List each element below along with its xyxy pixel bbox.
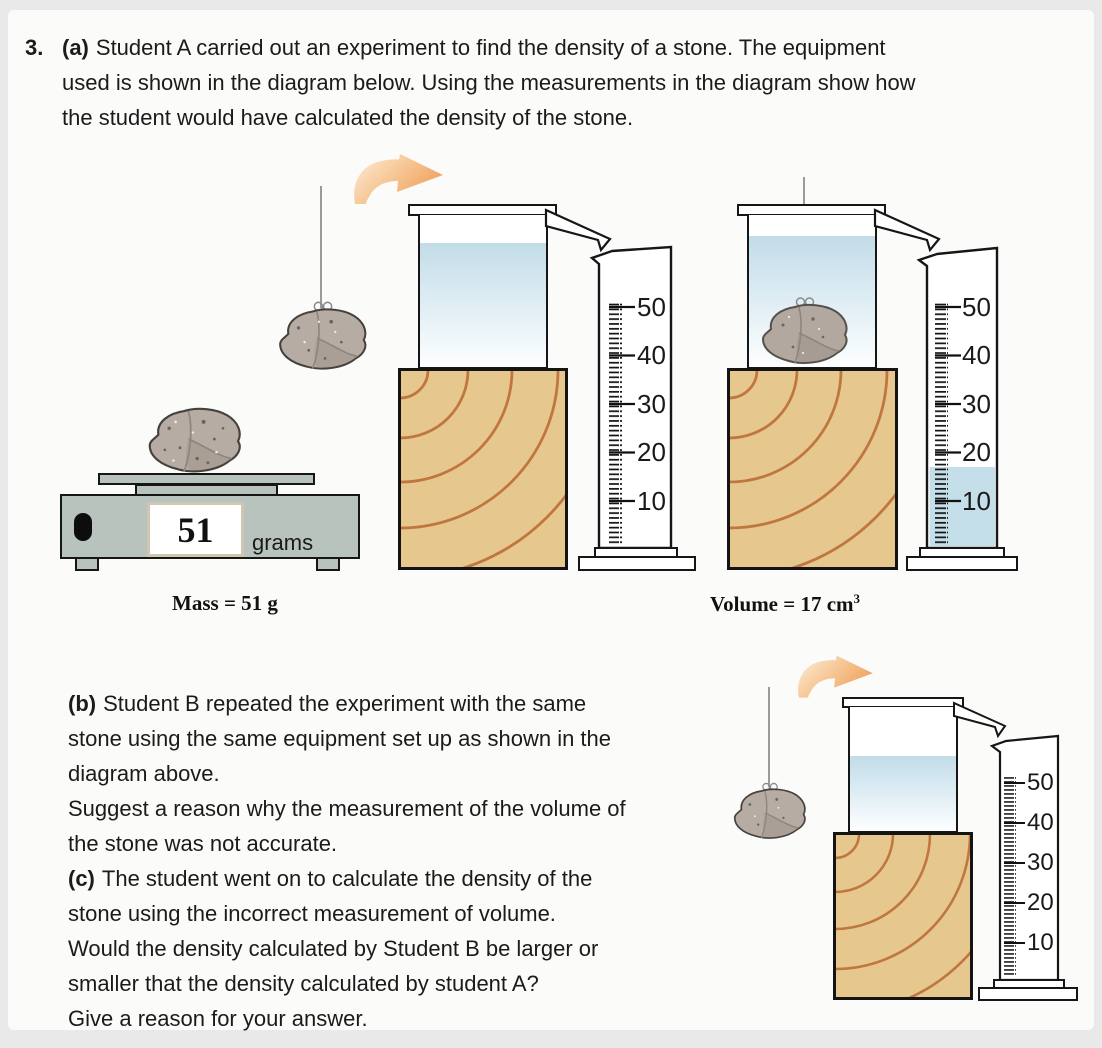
string-3 (768, 687, 770, 787)
part-c-line-3: Would the density calculated by Student … (68, 936, 599, 961)
scale-units-label: grams (252, 530, 314, 555)
can-3-water (850, 756, 956, 831)
can-3-spout (953, 701, 1007, 739)
part-c-line-5: Give a reason for your answer. (68, 1006, 368, 1031)
tick-label-10: 10 (962, 485, 991, 516)
question-number: 3. (25, 35, 44, 60)
part-b-line-2: stone using the same equipment set up as… (68, 726, 612, 751)
tick-label-30: 30 (962, 388, 991, 419)
part-b-line-4: Suggest a reason why the measurement of … (68, 796, 626, 821)
wood-block-1 (398, 368, 568, 570)
tick-label-50: 50 (637, 291, 666, 322)
pour-arrow-icon (798, 655, 873, 698)
part-c-line-4: smaller that the density calculated by s… (68, 971, 539, 996)
cylinder-foot (919, 547, 1005, 558)
wood-block-3 (833, 832, 973, 1000)
hanging-stone-2 (733, 782, 806, 839)
measuring-cylinder-1 (578, 245, 696, 571)
part-c-label: (c) (68, 866, 95, 891)
can-1-water (420, 243, 546, 367)
tick-label-40: 40 (962, 340, 991, 371)
cylinder-base (906, 556, 1018, 571)
cylinder-base (978, 987, 1078, 1001)
question-a-line-1: Student A carried out an experiment to f… (95, 35, 886, 60)
question-a-paragraph: 3. (a)Student A carried out an experiment… (25, 30, 916, 135)
cylinder-foot (594, 547, 678, 558)
volume-caption-text: Volume = 17 cm (709, 592, 854, 616)
tick-label-10: 10 (1027, 929, 1054, 956)
tick-label-50: 50 (962, 291, 991, 322)
part-b-line-1: (b)Student B repeated the experiment wit… (68, 691, 587, 716)
string-1 (320, 186, 322, 308)
tick-label-40: 40 (637, 340, 666, 371)
major-ticks (935, 305, 961, 503)
cylinder-1-scale-labels: 50 40 30 20 10 (637, 283, 666, 526)
part-b-line-5: the stone was not accurate. (68, 831, 338, 856)
minor-ticks (1004, 775, 1016, 975)
question-bc-paragraph: (b)Student B repeated the experiment wit… (68, 686, 626, 1036)
measuring-cylinder-2 (906, 246, 1018, 571)
minor-ticks (935, 301, 948, 546)
part-c-line-2: stone using the incorrect measurement of… (68, 901, 556, 926)
major-ticks (609, 305, 635, 503)
part-b-label: (b) (68, 691, 97, 716)
cylinder-base (578, 556, 696, 571)
volume-caption: Volume = 17 cm3 (665, 591, 905, 617)
minor-ticks (609, 301, 622, 546)
can-2-spout (873, 208, 941, 253)
tick-label-30: 30 (1027, 849, 1054, 876)
tick-label-50: 50 (1027, 769, 1054, 796)
cylinder-foot (993, 979, 1065, 989)
submerged-stone (761, 297, 848, 364)
question-line: 3. (a)Student A carried out an experiment… (25, 30, 916, 65)
scale-display: 51 (147, 502, 244, 557)
part-a-label: (a) (62, 35, 89, 60)
tick-label-30: 30 (637, 388, 666, 419)
part-c-line-1: (c)The student went on to calculate the … (68, 866, 593, 891)
tick-label-20: 20 (962, 437, 991, 468)
question-a-line-3: the student would have calculated the de… (62, 105, 634, 130)
cylinder-3-scale-labels: 50 40 30 20 10 (1027, 763, 1054, 963)
cylinder-2-scale-labels: 50 40 30 20 10 (962, 283, 991, 526)
displacement-can-1 (418, 215, 548, 369)
tick-label-40: 40 (1027, 809, 1054, 836)
displacement-can-3 (848, 707, 958, 833)
wood-block-2 (727, 368, 898, 570)
hanging-stone-1 (279, 301, 367, 370)
major-ticks (1004, 782, 1025, 944)
scale-display-value: 51 (177, 509, 214, 550)
tick-label-20: 20 (1027, 889, 1054, 916)
part-b-line-3: diagram above. (68, 761, 220, 786)
scale-power-button[interactable] (74, 513, 92, 541)
question-a-line-2: used is shown in the diagram below. Usin… (62, 70, 916, 95)
can-1-spout (544, 208, 612, 253)
pour-arrow-icon (354, 154, 443, 204)
tick-label-10: 10 (637, 485, 666, 516)
stone-on-scale (148, 407, 241, 473)
measuring-cylinder-3 (978, 734, 1078, 1001)
mass-caption: Mass = 51 g (172, 591, 278, 615)
volume-caption-exponent: 3 (853, 591, 861, 606)
tick-label-20: 20 (637, 437, 666, 468)
